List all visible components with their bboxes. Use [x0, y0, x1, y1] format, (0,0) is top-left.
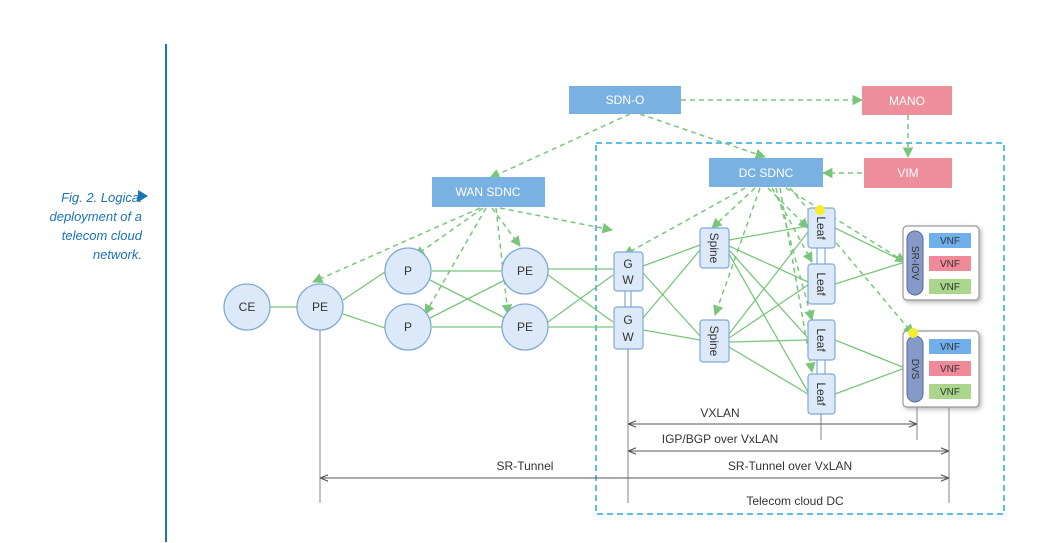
dvs-host: DVS VNF VNF VNF: [902, 330, 980, 408]
span-arrows: [321, 424, 948, 478]
caption-line-2: deployment of a: [49, 209, 142, 224]
leaf-label-3: Leaf: [814, 328, 828, 352]
dc-sdnc-label: DC SDNC: [739, 166, 794, 180]
vim-label: VIM: [897, 166, 918, 180]
leaf-node-3: [807, 319, 836, 361]
ce-label: CE: [239, 300, 256, 314]
pe-node-2: [501, 303, 549, 351]
p-node-1: [384, 247, 432, 295]
sr-tunnel-dc-label: SR-Tunnel over VxLAN: [728, 459, 852, 473]
pe-label-2: PE: [517, 320, 533, 334]
spine-node-1: [699, 227, 730, 269]
leaf-port-dot: [815, 205, 825, 215]
mano-label: MANO: [889, 94, 925, 108]
sriov-host: SR-IOV VNF VNF VNF: [902, 225, 980, 301]
vim-box: VIM: [864, 158, 952, 188]
pe-edge-label: PE: [312, 300, 328, 314]
sriov-label: SR-IOV: [909, 246, 920, 281]
pe-node-1: [501, 247, 549, 295]
vnf-label-6: VNF: [940, 387, 960, 398]
p-node-2: [384, 303, 432, 351]
dc-boundary: [595, 142, 1005, 515]
gw-label-2: G: [623, 313, 632, 327]
vnf-label-5: VNF: [940, 364, 960, 375]
gw-label-2b: W: [622, 330, 634, 344]
wan-sdnc-label: WAN SDNC: [456, 185, 521, 199]
leaf-label-2: Leaf: [814, 272, 828, 296]
vnf-label-1: VNF: [940, 236, 960, 247]
dc-label: Telecom cloud DC: [746, 494, 844, 508]
igp-bgp-label: IGP/BGP over VxLAN: [662, 432, 779, 446]
drop-lines: [319, 330, 950, 503]
pe-label-1: PE: [517, 264, 533, 278]
caption-rule: [165, 44, 167, 542]
caption-line-4: network.: [92, 247, 142, 262]
caption-line-1: Fig. 2. Logical: [61, 190, 142, 205]
data-links: [270, 225, 906, 395]
p-label-2: P: [404, 320, 412, 334]
mano-box: MANO: [862, 86, 952, 115]
sr-tunnel-label: SR-Tunnel: [497, 459, 554, 473]
dvs-port-dot: [908, 328, 918, 338]
leaf-label-4: Leaf: [814, 382, 828, 406]
dvs-label: DVS: [909, 359, 920, 380]
sdn-o-box: SDN-O: [569, 86, 681, 114]
gw-label-1: G: [623, 257, 632, 271]
vnf-label-4: VNF: [940, 342, 960, 353]
caption-arrow-icon: [138, 190, 148, 202]
vnf-label-2: VNF: [940, 259, 960, 270]
spine-label-1: Spine: [707, 233, 721, 264]
gw-label-1b: W: [622, 273, 634, 287]
figure-caption: Fig. 2. Logical deployment of a telecom …: [2, 188, 142, 264]
sdn-o-label: SDN-O: [606, 93, 645, 107]
vxlan-label: VXLAN: [700, 406, 739, 420]
p-label-1: P: [404, 264, 412, 278]
wan-sdnc-box: WAN SDNC: [432, 177, 545, 207]
leaf-node-2: [807, 263, 836, 305]
spine-node-2: [699, 319, 730, 363]
gw-node-1: [613, 251, 644, 292]
spine-label-2: Spine: [707, 326, 721, 357]
caption-line-3: telecom cloud: [61, 228, 142, 243]
dc-sdnc-box: DC SDNC: [709, 158, 823, 187]
leaf-label-1: Leaf: [814, 216, 828, 240]
ce-node: [223, 283, 271, 331]
vnf-label-3: VNF: [940, 282, 960, 293]
